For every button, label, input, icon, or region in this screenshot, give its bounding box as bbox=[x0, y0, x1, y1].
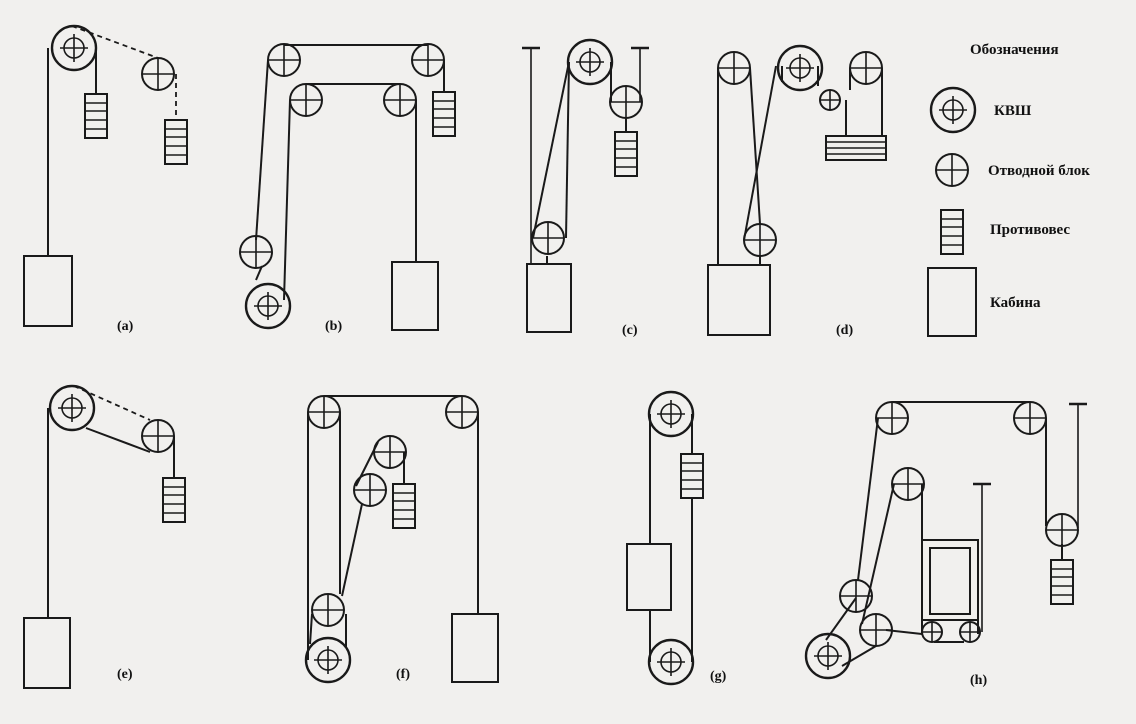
deflector-pulley-icon bbox=[267, 43, 301, 77]
scheme-label-h: (h) bbox=[970, 673, 987, 688]
scheme-label-b: (b) bbox=[325, 319, 342, 334]
car-pulley-icon bbox=[921, 621, 943, 643]
deflector-pulley-icon bbox=[531, 221, 565, 255]
counterweight-icon bbox=[680, 453, 704, 499]
deflector-pulley-icon bbox=[849, 51, 883, 85]
deflector-pulley-icon bbox=[819, 89, 841, 111]
deflector-pulley-icon bbox=[311, 593, 345, 627]
counterweight-icon bbox=[614, 131, 638, 177]
deflector-pulley-icon bbox=[1013, 401, 1047, 435]
deflector-pulley-icon bbox=[141, 419, 175, 453]
counterweight-icon bbox=[84, 93, 108, 139]
counterweight-icon bbox=[1050, 559, 1074, 605]
deflector-pulley-icon bbox=[1045, 513, 1079, 547]
car-box bbox=[391, 261, 439, 331]
scheme-label-a: (a) bbox=[117, 319, 134, 334]
deflector-pulley-icon bbox=[411, 43, 445, 77]
deflector-pulley-icon bbox=[935, 153, 969, 187]
deflector-pulley-icon bbox=[445, 395, 479, 429]
deflector-pulley-icon bbox=[609, 85, 643, 119]
scheme-a: (a) bbox=[23, 24, 188, 334]
deflector-pulley-icon bbox=[875, 401, 909, 435]
scheme-f: (f) bbox=[304, 395, 499, 684]
kvsh-icon bbox=[50, 24, 98, 72]
car-box bbox=[451, 613, 499, 683]
deflector-pulley-icon bbox=[839, 579, 873, 613]
counterweight-icon bbox=[162, 477, 186, 523]
deflector-pulley-icon bbox=[353, 473, 387, 507]
legend: Обозначения КВШ Отводной блок Противовес… bbox=[927, 42, 1090, 337]
scheme-h: (h) bbox=[804, 401, 1089, 688]
kvsh-icon bbox=[304, 636, 352, 684]
kvsh-icon bbox=[647, 638, 695, 686]
scheme-d: (d) bbox=[707, 44, 887, 338]
counterweight-icon bbox=[940, 209, 964, 255]
scheme-label-f: (f) bbox=[396, 667, 410, 682]
kvsh-icon bbox=[647, 390, 695, 438]
scheme-label-e: (e) bbox=[117, 667, 133, 682]
scheme-e: (e) bbox=[23, 384, 186, 689]
kvsh-icon bbox=[244, 282, 292, 330]
kvsh-icon bbox=[566, 38, 614, 86]
car-box bbox=[526, 263, 572, 333]
kvsh-icon bbox=[804, 632, 852, 680]
legend-item-deflector: Отводной блок bbox=[988, 163, 1090, 179]
scheme-c: (c) bbox=[520, 38, 651, 338]
deflector-pulley-icon bbox=[743, 223, 777, 257]
legend-item-counterweight: Противовес bbox=[990, 222, 1070, 238]
scheme-g: (g) bbox=[626, 390, 727, 686]
counterweight-icon bbox=[825, 135, 887, 161]
car-inner-box bbox=[929, 547, 971, 615]
deflector-pulley-icon bbox=[891, 467, 925, 501]
scheme-b: (b) bbox=[239, 43, 456, 334]
car-box bbox=[707, 264, 771, 336]
car-box bbox=[23, 617, 71, 689]
kvsh-icon bbox=[776, 44, 824, 92]
counterweight-icon bbox=[164, 119, 188, 165]
deflector-pulley-icon bbox=[289, 83, 323, 117]
kvsh-icon bbox=[48, 384, 96, 432]
deflector-pulley-icon bbox=[141, 57, 175, 91]
kvsh-icon bbox=[929, 86, 977, 134]
scheme-label-g: (g) bbox=[710, 669, 727, 684]
counterweight-icon bbox=[392, 483, 416, 529]
deflector-pulley-icon bbox=[717, 51, 751, 85]
legend-title: Обозначения bbox=[970, 42, 1059, 58]
car-box bbox=[927, 267, 977, 337]
car-pulley-icon bbox=[959, 621, 981, 643]
legend-item-car: Кабина bbox=[990, 295, 1041, 311]
car-box bbox=[626, 543, 672, 611]
scheme-label-c: (c) bbox=[622, 323, 638, 338]
deflector-pulley-icon bbox=[373, 435, 407, 469]
scheme-label-d: (d) bbox=[836, 323, 853, 338]
deflector-pulley-icon bbox=[859, 613, 893, 647]
legend-item-kvsh: КВШ bbox=[994, 103, 1032, 119]
deflector-pulley-icon bbox=[383, 83, 417, 117]
deflector-pulley-icon bbox=[239, 235, 273, 269]
deflector-pulley-icon bbox=[307, 395, 341, 429]
car-box bbox=[23, 255, 73, 327]
counterweight-icon bbox=[432, 91, 456, 137]
